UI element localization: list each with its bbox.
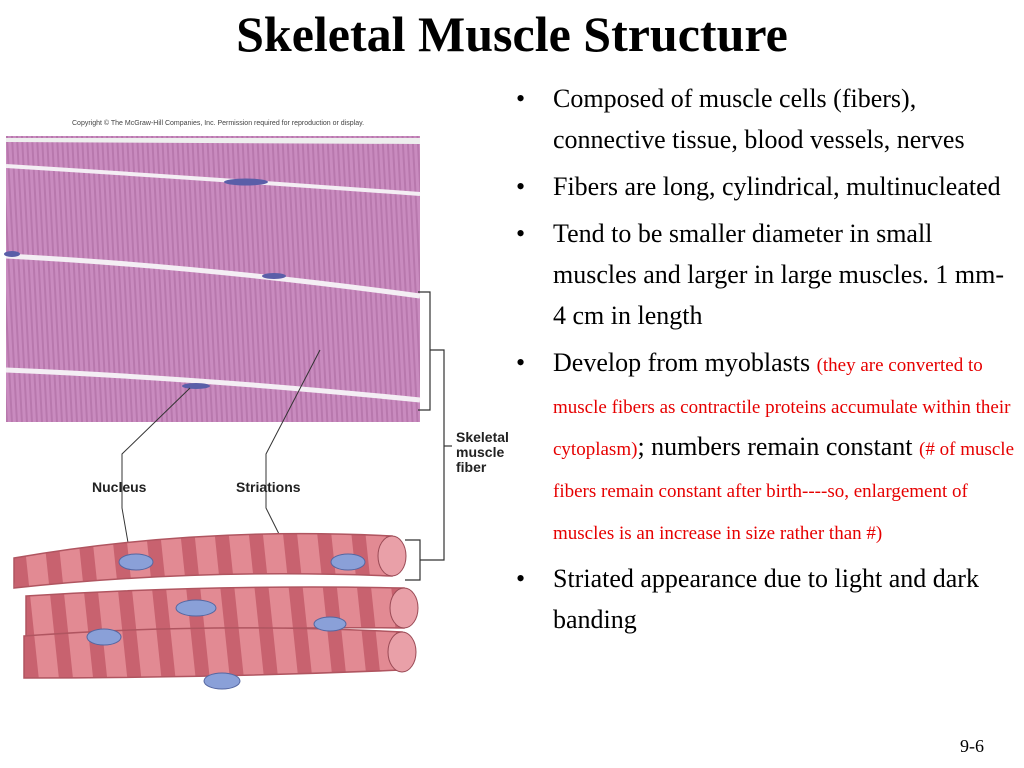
label-skeletal-muscle-fiber: Skeletal muscle fiber — [456, 429, 509, 475]
label-striations: Striations — [236, 479, 301, 495]
bullet-list: •Composed of muscle cells (fibers), conn… — [508, 78, 1018, 646]
muscle-fiber-illustration — [13, 532, 419, 690]
copyright-notice: Copyright © The McGraw-Hill Companies, I… — [72, 120, 365, 127]
bullet-item: •Composed of muscle cells (fibers), conn… — [516, 84, 965, 154]
bullet-item: •Striated appearance due to light and da… — [516, 564, 979, 634]
fiber-bracket — [405, 291, 452, 581]
slide-title: Skeletal Muscle Structure — [236, 6, 788, 62]
slide-number: 9-6 — [960, 736, 984, 756]
muscle-figure — [4, 136, 452, 690]
bullet-item: •Develop from myoblasts (they are conver… — [516, 348, 1015, 544]
bullet-item: •Tend to be smaller diameter in small mu… — [516, 219, 1005, 330]
note-red: (# of muscle fibers remain constant afte… — [553, 439, 1015, 544]
label-nucleus: Nucleus — [92, 479, 147, 495]
bullet-item: •Fibers are long, cylindrical, multinucl… — [516, 172, 1001, 201]
note-red: (they are converted to muscle fibers as … — [553, 355, 1011, 460]
micrograph — [4, 136, 421, 422]
